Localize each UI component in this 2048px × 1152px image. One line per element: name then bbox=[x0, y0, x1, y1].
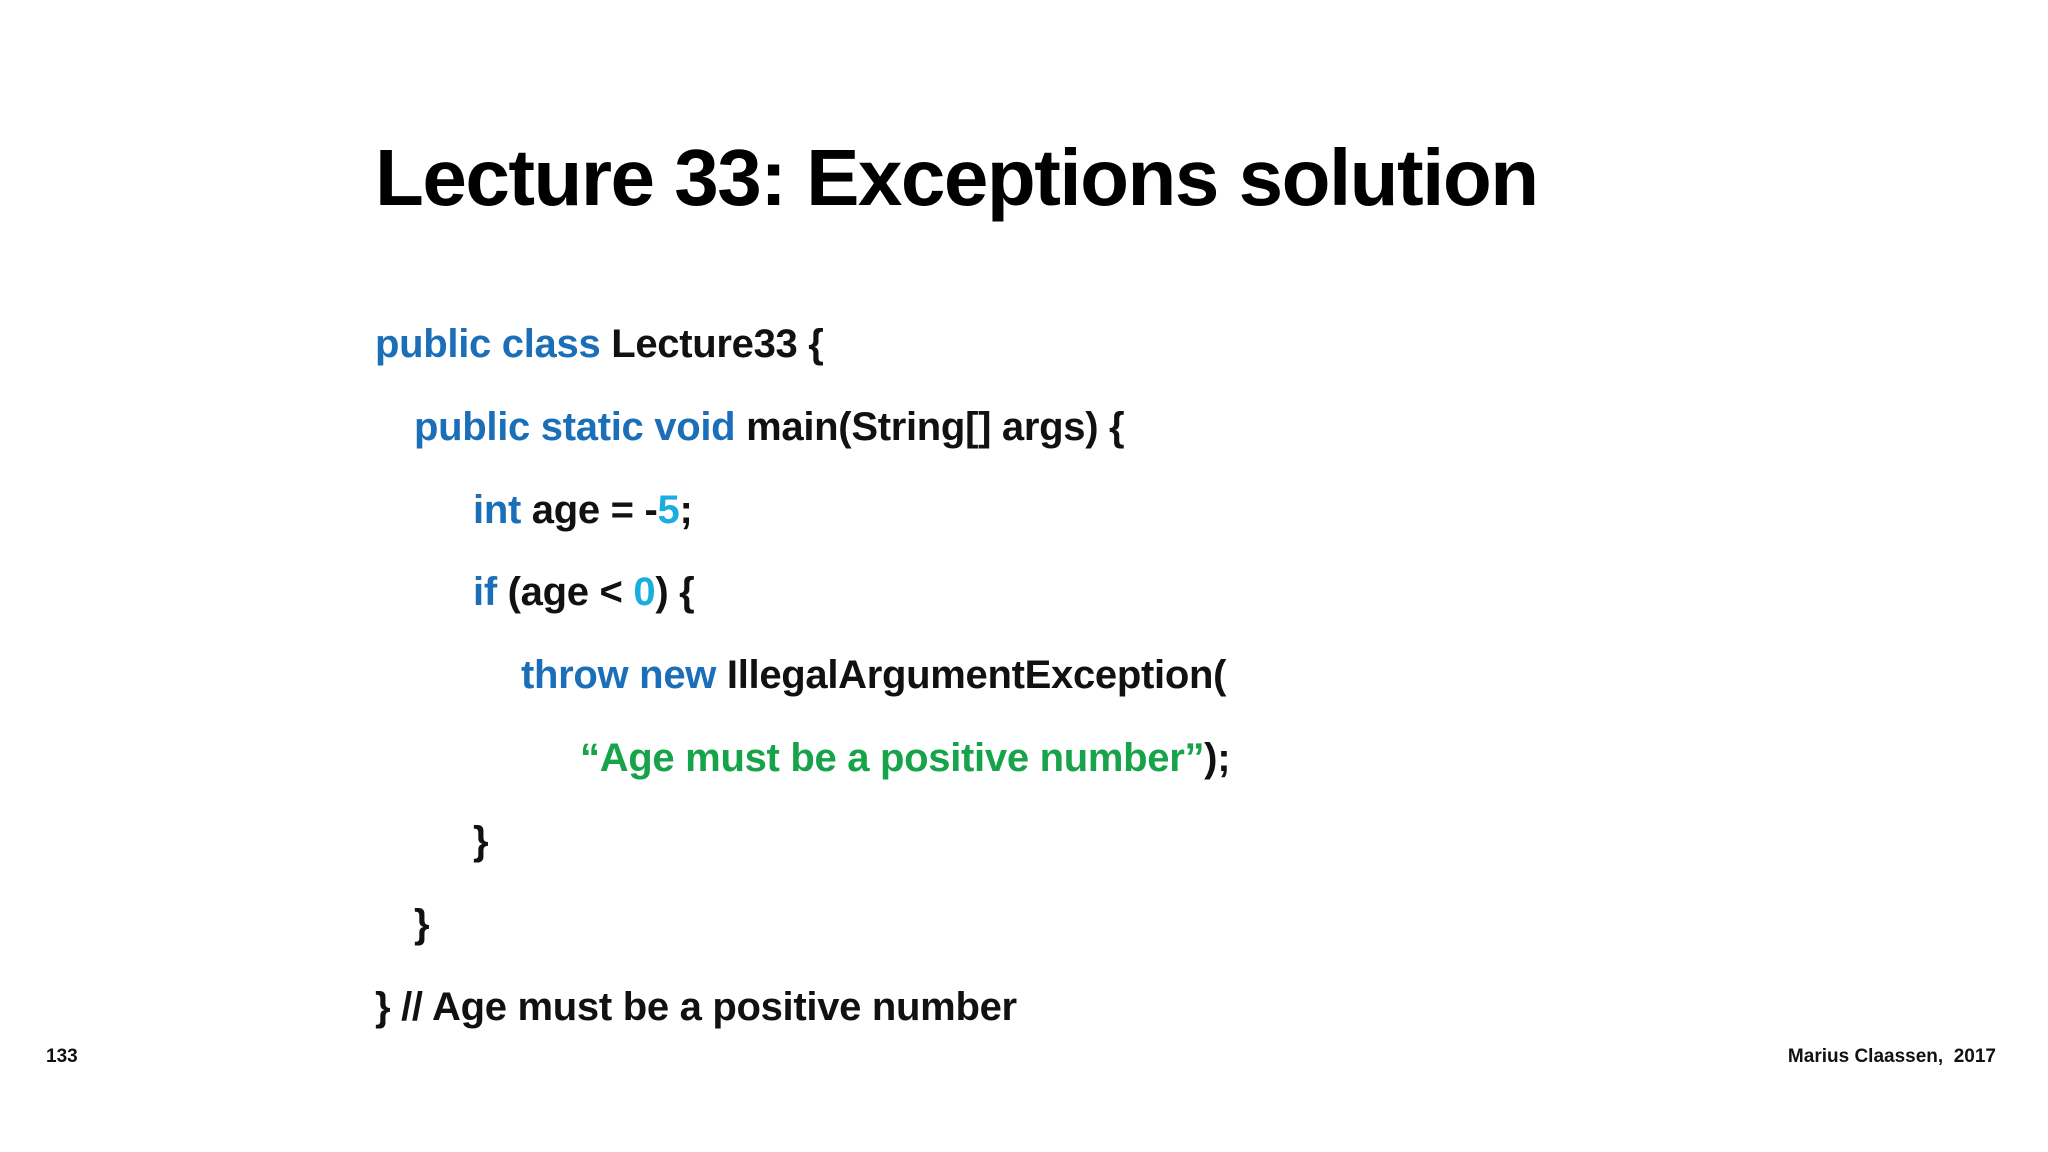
code-text: } bbox=[473, 819, 489, 863]
code-line-throw: throw new IllegalArgumentException( bbox=[521, 655, 1226, 695]
code-text: IllegalArgumentException( bbox=[726, 653, 1227, 697]
code-text: age = - bbox=[531, 488, 658, 532]
code-number: 5 bbox=[657, 488, 680, 532]
code-text: } // Age must be a positive number bbox=[375, 985, 1017, 1029]
code-line-main-method: public static void main(String[] args) { bbox=[414, 405, 1125, 449]
code-line-class-declaration: public class Lecture33 { bbox=[375, 324, 824, 364]
code-keyword: public static void bbox=[414, 405, 747, 449]
code-line-age-declaration: int age = -5; bbox=[473, 490, 693, 530]
code-text: } bbox=[414, 902, 430, 946]
code-text: Lecture33 { bbox=[611, 322, 824, 366]
slide-title: Lecture 33: Exceptions solution bbox=[375, 133, 1539, 222]
code-line-close-class: } // Age must be a positive number bbox=[375, 987, 1017, 1027]
code-text: ); bbox=[1204, 736, 1231, 780]
slide-number: 133 bbox=[46, 1046, 78, 1067]
code-text: ; bbox=[679, 488, 693, 532]
code-text: main(String[] args) { bbox=[746, 405, 1125, 449]
code-line-if-statement: if (age < 0) { bbox=[473, 570, 695, 614]
code-number: 0 bbox=[633, 570, 656, 614]
code-string: “Age must be a positive number” bbox=[580, 736, 1205, 780]
code-text: ) { bbox=[655, 570, 695, 614]
code-keyword: int bbox=[473, 488, 532, 532]
code-keyword: public class bbox=[375, 322, 612, 366]
footer-author: Marius Claassen, 2017 bbox=[1787, 1046, 1996, 1067]
code-text: (age < bbox=[507, 570, 634, 614]
code-keyword: if bbox=[473, 570, 508, 614]
code-keyword: throw new bbox=[521, 653, 727, 697]
code-line-close-if: } bbox=[473, 819, 489, 863]
code-line-exception-message: “Age must be a positive number”); bbox=[580, 736, 1231, 780]
code-line-close-main: } bbox=[414, 902, 430, 946]
